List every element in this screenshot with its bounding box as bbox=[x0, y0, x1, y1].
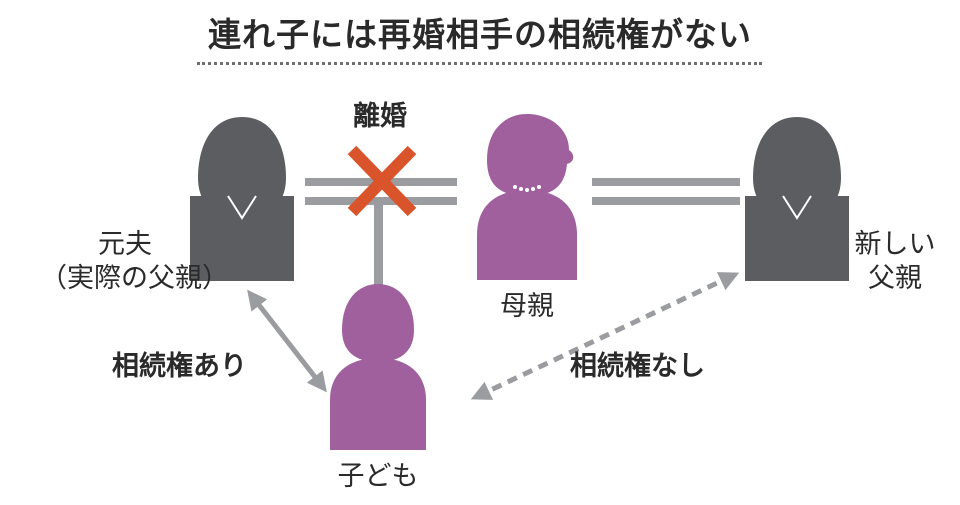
divorce-label: 離婚 bbox=[353, 101, 407, 132]
ex-husband-name: 元夫 bbox=[98, 229, 152, 260]
diagram-title: 連れ子には再婚相手の相続権がない bbox=[208, 15, 752, 54]
has-inheritance-label: 相続権あり bbox=[112, 351, 247, 382]
double-arrow-icon bbox=[247, 289, 327, 393]
person-male-icon bbox=[745, 117, 849, 281]
double-arrow-icon bbox=[470, 272, 740, 400]
new-father-line2: 父親 bbox=[868, 263, 922, 294]
new-father-line1: 新しい bbox=[854, 229, 936, 260]
person-female-icon bbox=[477, 114, 577, 280]
child-label: 子ども bbox=[337, 461, 419, 492]
person-male-icon bbox=[190, 117, 294, 281]
no-inheritance-label: 相続権なし bbox=[570, 351, 705, 382]
ex-husband-note: （実際の父親） bbox=[40, 263, 229, 294]
title-dotted-rule bbox=[197, 62, 762, 65]
new-father-label: 新しい 父親 bbox=[840, 228, 950, 296]
cross-icon bbox=[347, 145, 417, 217]
mother-label: 母親 bbox=[500, 291, 554, 322]
remarriage-line bbox=[592, 178, 740, 205]
ex-husband-label: 元夫 （実際の父親） bbox=[40, 228, 229, 296]
person-female-icon bbox=[330, 284, 426, 450]
parent-child-line bbox=[374, 205, 383, 302]
